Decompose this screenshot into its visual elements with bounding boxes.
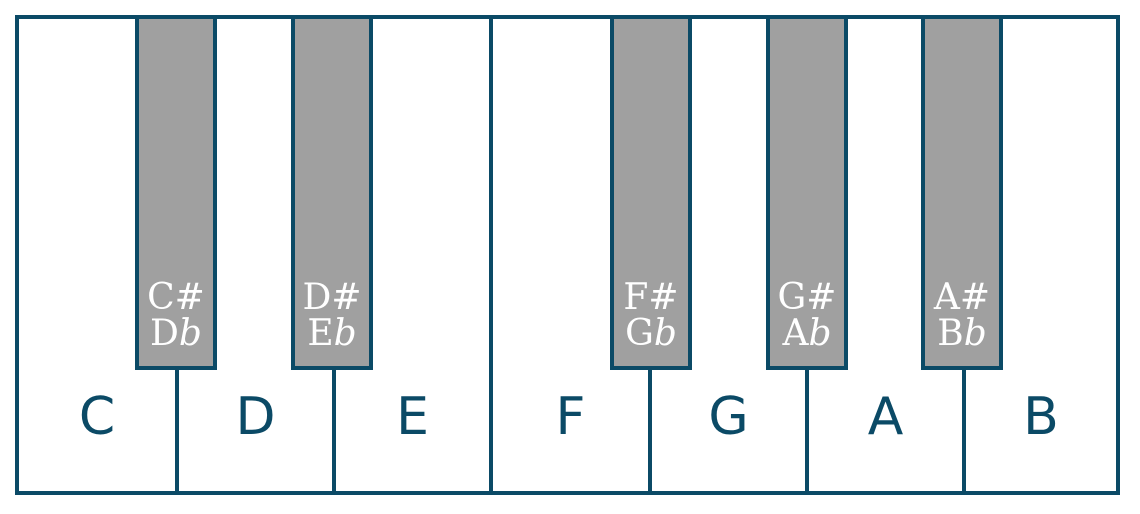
flat-sign: b [653, 313, 677, 354]
black-key-d-sharp[interactable]: D# Eb [291, 19, 373, 370]
white-key-label: A [867, 387, 904, 447]
flat-sign: b [808, 313, 832, 354]
black-key-label: C# Db [139, 280, 213, 352]
black-key-g-sharp[interactable]: G# Ab [766, 19, 848, 370]
sharp-name: G# [777, 277, 837, 318]
black-key-label: D# Eb [295, 280, 369, 352]
flat-name: Eb [295, 316, 369, 352]
black-key-label: G# Ab [770, 280, 844, 352]
flat-name: Gb [614, 316, 688, 352]
white-key-label: E [396, 387, 429, 447]
black-key-f-sharp[interactable]: F# Gb [610, 19, 692, 370]
white-key-label: G [708, 387, 749, 447]
sharp-name: D# [302, 277, 362, 318]
sharp-name: C# [147, 277, 205, 318]
flat-sign: b [333, 313, 357, 354]
black-key-c-sharp[interactable]: C# Db [135, 19, 217, 370]
white-key-label: D [235, 387, 276, 447]
black-key-a-sharp[interactable]: A# Bb [921, 19, 1003, 370]
flat-sign: b [178, 313, 202, 354]
sharp-name: F# [623, 277, 679, 318]
flat-letter: B [937, 313, 964, 354]
piano-keyboard: C D E F G A B C# Db D# Eb F# Gb G# [15, 15, 1120, 495]
flat-name: Bb [925, 316, 999, 352]
flat-sign: b [963, 313, 987, 354]
white-key-label: B [1023, 387, 1059, 447]
white-key-label: F [555, 387, 586, 447]
sharp-name: A# [933, 277, 991, 318]
flat-letter: D [150, 313, 179, 354]
white-key-label: C [78, 387, 116, 447]
flat-letter: G [625, 313, 654, 354]
flat-name: Db [139, 316, 213, 352]
black-key-label: F# Gb [614, 280, 688, 352]
flat-name: Ab [770, 316, 844, 352]
black-key-label: A# Bb [925, 280, 999, 352]
flat-letter: E [307, 313, 334, 354]
flat-letter: A [782, 313, 809, 354]
